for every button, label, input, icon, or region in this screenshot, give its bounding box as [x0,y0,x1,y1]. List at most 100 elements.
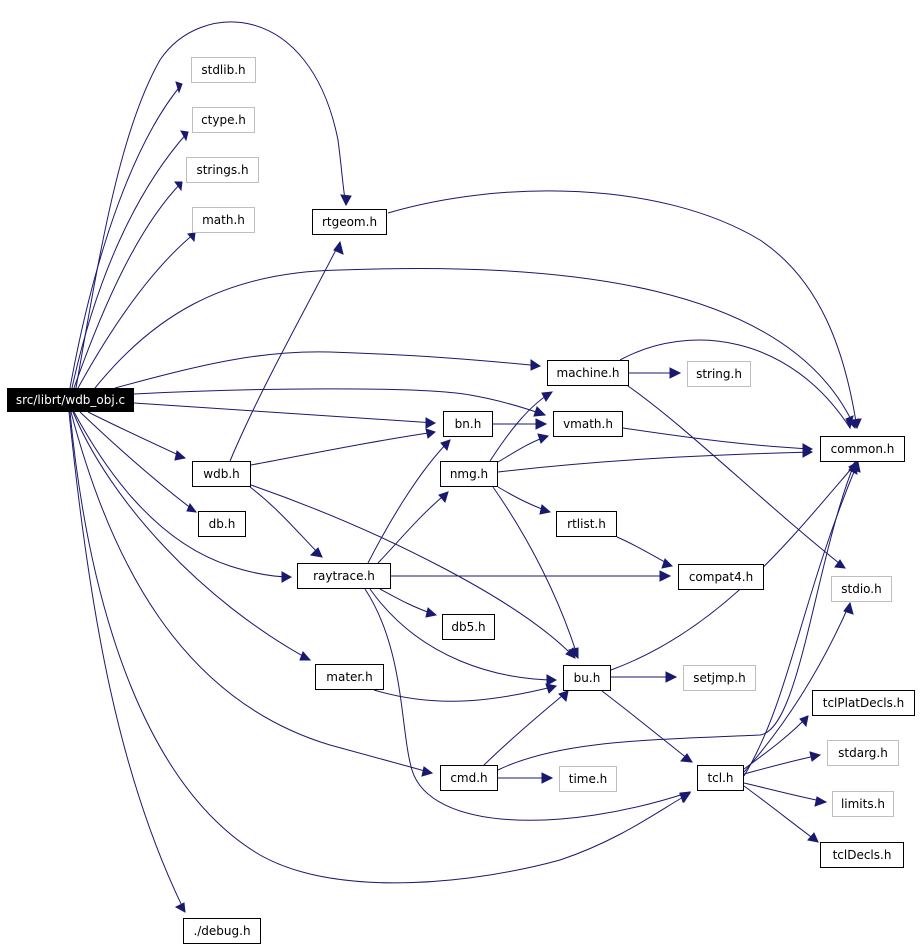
arrowhead-cmd-to-bu [558,690,569,703]
arrowhead-mater-to-bu [545,683,558,694]
arrowhead-root-to-ctype [180,130,189,142]
edge-vmath-to-common [622,427,813,450]
node-mater[interactable]: mater.h [315,664,384,690]
arrowhead-root-to-mater [299,651,312,661]
edge-raytrace-to-bu [369,588,557,681]
arrowhead-root-to-wdb [174,450,187,461]
node-bn[interactable]: bn.h [443,411,493,437]
node-tcl[interactable]: tcl.h [697,765,744,791]
arrowhead-tcl-to-stdarg [809,751,822,762]
arrowhead-root-to-stdlib [175,81,183,94]
edge-raytrace-to-nmg [377,491,449,564]
edge-root-to-machine [114,351,541,389]
node-wdb[interactable]: wdb.h [192,461,251,487]
arrowhead-root-to-strings [174,181,183,192]
arrowhead-root-to-debug [174,902,186,913]
node-bu[interactable]: bu.h [563,665,611,691]
node-tclDecls[interactable]: tclDecls.h [820,842,904,868]
edge-rtgeom-to-common [387,190,858,429]
node-tclPlatDecls[interactable]: tclPlatDecls.h [812,690,915,716]
node-cmd[interactable]: cmd.h [440,765,498,791]
arrowhead-wdb-to-bu [565,647,576,659]
node-db5[interactable]: db5.h [442,614,495,640]
arrowhead-wdb-to-bn [425,428,436,439]
node-root: src/librt/wdb_obj.c [7,388,134,412]
edge-machine-to-stdio [627,385,846,569]
edge-tcl-to-stdio [743,602,851,773]
node-stdlib: stdlib.h [191,57,256,83]
arrowhead-tcl-to-common [850,460,861,473]
edge-root-to-cmd [70,411,433,774]
edge-tcl-to-common [743,461,859,777]
arrowhead-bu-to-setjmp [665,671,678,683]
edge-root-to-db [79,411,197,513]
edge-bu-to-tcl [601,690,693,763]
edge-root-to-math [77,232,196,389]
edge-wdb-to-bn [250,431,436,466]
node-compat4[interactable]: compat4.h [678,564,764,590]
node-strings: strings.h [186,157,259,183]
edge-root-to-strings [73,181,183,389]
edge-wdb-to-bu [250,484,576,659]
node-vmath[interactable]: vmath.h [553,411,623,437]
node-debug[interactable]: ./debug.h [183,918,261,944]
edge-root-to-tcl [69,411,691,884]
arrowhead-root-to-db [186,503,198,513]
node-string: string.h [687,361,751,387]
arrowhead-tcl-to-tclDecls [807,832,819,843]
arrowhead-wdb-to-raytrace [309,547,323,558]
node-limits: limits.h [832,791,894,817]
arrowhead-root-to-machine [530,359,542,371]
node-machine[interactable]: machine.h [547,360,629,386]
node-raytrace[interactable]: raytrace.h [297,563,391,589]
edge-root-to-mater [72,411,311,661]
node-setjmp: setjmp.h [683,665,756,691]
arrowhead-nmg-to-machine [541,391,554,402]
node-db[interactable]: db.h [198,511,246,537]
arrowhead-raytrace-to-nmg [438,491,449,504]
edge-nmg-to-bu [492,486,579,659]
arrowhead-bn-to-vmath [535,418,548,430]
arrowhead-tcl-to-limits [814,796,828,807]
edge-tcl-to-limits [743,782,827,803]
arrowhead-raytrace-to-compat4 [659,570,672,582]
arrowhead-rtgeom-to-common [851,418,862,430]
edge-cmd-to-common [497,461,856,771]
arrowhead-nmg-to-common [802,446,814,458]
arrowhead-nmg-to-vmath [537,433,550,444]
edge-raytrace-to-bn [367,439,451,564]
arrowhead-raytrace-to-bu [546,674,558,686]
edge-root-to-raytrace [73,411,292,578]
edge-machine-to-common [619,339,851,429]
arrowhead-tcl-to-tclPlatDecls [799,715,809,728]
edge-root-to-stdlib [69,83,183,389]
edge-root-to-debug [68,411,186,913]
edge-raytrace-to-tcl [364,588,691,821]
node-common[interactable]: common.h [820,436,905,462]
node-nmg[interactable]: nmg.h [440,461,498,487]
edge-mater-to-bu [373,685,557,702]
edge-wdb-to-rtgeom [229,241,341,462]
arrowhead-root-to-bn [425,417,437,429]
edge-tcl-to-tclDecls [743,785,819,843]
arrowhead-root-to-rtgeom [340,194,352,207]
arrowhead-tcl-to-stdio [843,601,854,615]
arrowhead-machine-to-common [845,415,854,430]
node-stdio: stdio.h [831,576,892,602]
arrowhead-nmg-to-rtlist [539,504,552,515]
edge-root-to-rtgeom [75,21,347,389]
arrowhead-wdb-to-rtgeom [333,240,344,255]
node-rtlist[interactable]: rtlist.h [556,511,617,537]
node-rtgeom[interactable]: rtgeom.h [312,209,387,235]
arrowhead-raytrace-to-tcl [679,791,692,804]
node-math: math.h [192,207,255,233]
edge-root-to-wdb [87,411,186,459]
edge-tcl-to-stdarg [743,754,821,775]
arrowhead-bu-to-tcl [679,753,693,763]
arrowhead-root-to-cmd [421,766,434,777]
arrowhead-root-to-math [187,232,196,243]
edge-root-to-bn [133,402,436,424]
node-time: time.h [559,766,617,792]
node-stdarg: stdarg.h [827,740,899,766]
